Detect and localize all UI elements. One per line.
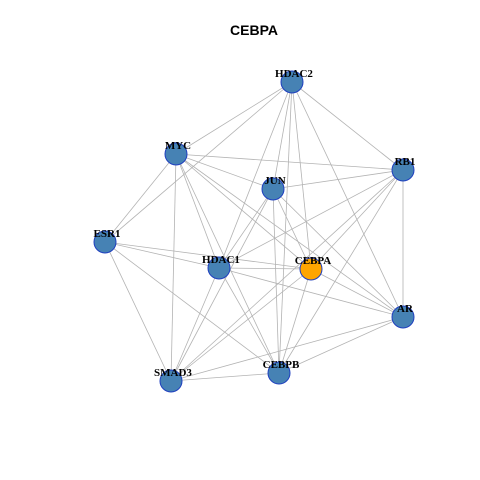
edge-myc-rb1 xyxy=(175,153,404,171)
edge-myc-jun xyxy=(175,153,274,190)
node-rb1 xyxy=(391,158,415,182)
node-label-hdac1: HDAC1 xyxy=(202,254,240,266)
edge-jun-cebpa xyxy=(272,188,312,270)
node-esr1 xyxy=(93,230,117,254)
edge-hdac1-smad3 xyxy=(170,267,220,382)
edge-hdac2-jun xyxy=(272,81,293,190)
edge-jun-cebpb xyxy=(272,188,280,374)
edge-hdac2-cebpa xyxy=(291,81,312,270)
node-label-cebpb: CEBPB xyxy=(263,359,300,371)
node-cebpa xyxy=(299,257,323,281)
edge-rb1-cebpa xyxy=(310,169,404,270)
edge-hdac2-myc xyxy=(175,81,293,155)
edge-myc-cebpa xyxy=(175,153,312,270)
node-label-cebpa: CEBPA xyxy=(295,255,332,267)
node-myc xyxy=(164,142,188,166)
edge-ar-smad3 xyxy=(170,316,404,382)
graph-title: CEBPA xyxy=(230,22,278,38)
node-cebpb xyxy=(267,361,291,385)
node-ar xyxy=(391,305,415,329)
edge-cebpa-cebpb xyxy=(278,268,312,374)
node-jun xyxy=(261,177,285,201)
edge-myc-esr1 xyxy=(104,153,177,243)
edge-layer xyxy=(104,81,404,382)
node-label-rb1: RB1 xyxy=(395,156,416,168)
node-label-ar: AR xyxy=(397,303,414,315)
edge-rb1-smad3 xyxy=(170,169,404,382)
node-smad3 xyxy=(159,369,183,393)
edge-hdac1-cebpa xyxy=(218,267,312,270)
edge-hdac1-cebpb xyxy=(218,267,280,374)
edge-myc-smad3 xyxy=(170,153,177,382)
node-hdac1 xyxy=(207,256,231,280)
edge-rb1-hdac1 xyxy=(218,169,404,269)
edge-hdac2-hdac1 xyxy=(218,81,293,269)
node-label-jun: JUN xyxy=(264,175,285,187)
node-label-smad3: SMAD3 xyxy=(154,367,192,379)
node-label-esr1: ESR1 xyxy=(94,228,121,240)
edge-esr1-cebpb xyxy=(104,241,280,374)
edge-ar-cebpb xyxy=(278,316,404,374)
edge-smad3-cebpb xyxy=(170,372,280,382)
edge-esr1-hdac1 xyxy=(104,241,220,269)
node-hdac2 xyxy=(280,70,304,94)
edge-cebpa-smad3 xyxy=(170,268,312,382)
edge-rb1-cebpb xyxy=(278,169,404,374)
node-label-myc: MYC xyxy=(165,140,191,152)
edge-esr1-smad3 xyxy=(104,241,172,382)
edge-myc-ar xyxy=(175,153,404,318)
edge-jun-smad3 xyxy=(170,188,274,382)
edge-esr1-cebpa xyxy=(104,241,312,270)
edge-jun-hdac1 xyxy=(218,188,274,269)
edge-hdac2-rb1 xyxy=(291,81,404,171)
edge-jun-ar xyxy=(272,188,404,318)
edge-hdac1-ar xyxy=(218,267,404,318)
edge-cebpa-ar xyxy=(310,268,404,318)
edge-myc-hdac1 xyxy=(175,153,220,269)
node-layer xyxy=(93,70,415,393)
node-label-hdac2: HDAC2 xyxy=(275,68,313,80)
edge-rb1-jun xyxy=(272,169,404,190)
edge-hdac2-cebpb xyxy=(278,81,293,374)
